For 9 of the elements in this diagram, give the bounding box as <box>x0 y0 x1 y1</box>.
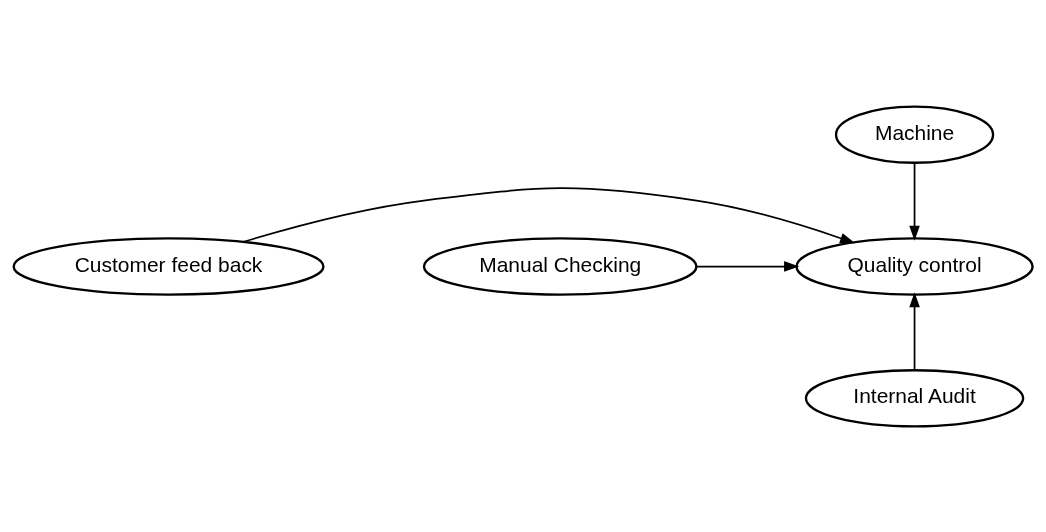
arrow <box>909 161 920 241</box>
node-ellipse: Internal Audit <box>804 368 1025 428</box>
node-ellipse: Customer feed back <box>12 236 325 296</box>
node-ellipse: Manual Checking <box>422 236 698 296</box>
node-ellipse: Quality control <box>795 236 1034 296</box>
arrow <box>909 291 920 371</box>
node-ellipse: Machine <box>834 104 995 164</box>
arrow <box>695 260 800 272</box>
arrow <box>242 186 856 243</box>
